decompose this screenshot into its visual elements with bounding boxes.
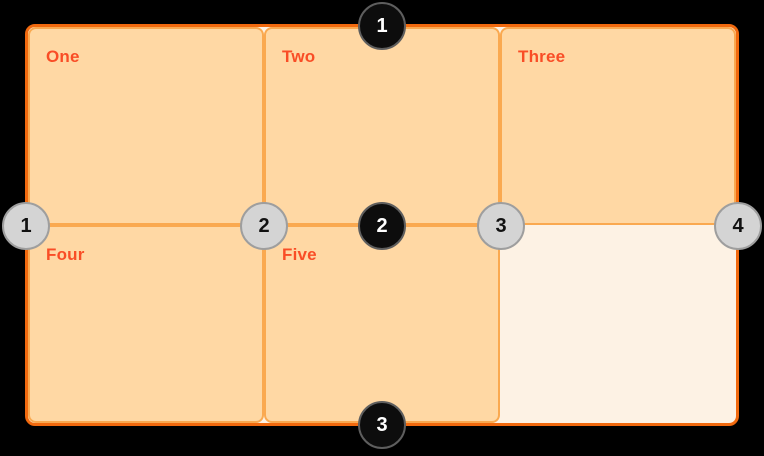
grid-cell-five: Five xyxy=(264,225,500,423)
grid-container: One Two Three Four Five xyxy=(25,24,739,426)
grid-cell-three: Three xyxy=(500,27,736,225)
grid-cell-one: One xyxy=(28,27,264,225)
cell-label-four: Four xyxy=(46,245,85,264)
column-line-badge-1: 1 xyxy=(2,202,50,250)
cell-label-one: One xyxy=(46,47,80,66)
grid-cell-two: Two xyxy=(264,27,500,225)
grid-cell-empty xyxy=(500,225,736,423)
row-line-badge-3: 3 xyxy=(358,401,406,449)
column-line-badge-2: 2 xyxy=(240,202,288,250)
row-line-badge-2: 2 xyxy=(358,202,406,250)
cell-label-three: Three xyxy=(518,47,566,66)
cell-label-two: Two xyxy=(282,47,316,66)
column-line-badge-4: 4 xyxy=(714,202,762,250)
cell-label-five: Five xyxy=(282,245,317,264)
column-line-badge-3: 3 xyxy=(477,202,525,250)
grid-cell-four: Four xyxy=(28,225,264,423)
row-line-badge-1: 1 xyxy=(358,2,406,50)
